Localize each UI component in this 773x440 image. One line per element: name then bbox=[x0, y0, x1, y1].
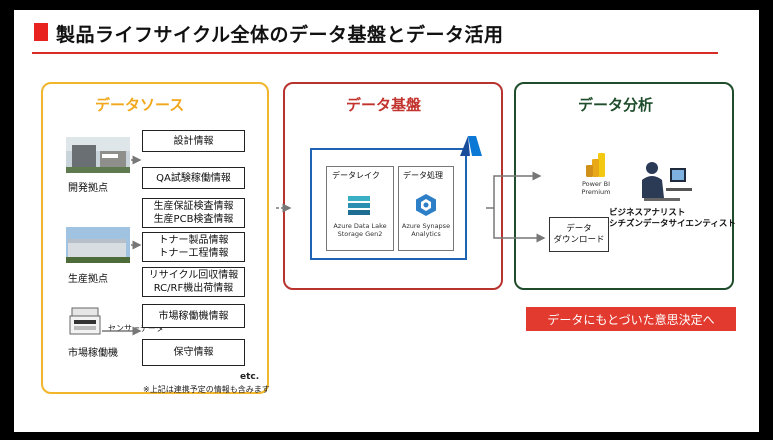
azure-platform-frame bbox=[310, 148, 467, 260]
synapse-analytics-icon bbox=[416, 194, 436, 216]
development-site-photo bbox=[66, 137, 130, 173]
source-box: 生産保証検査情報生産PCB検査情報 bbox=[142, 198, 245, 228]
power-bi-icon bbox=[586, 153, 605, 177]
analyst-user-icon bbox=[642, 162, 692, 201]
site-label-development: 開発拠点 bbox=[68, 183, 108, 194]
data-platform-heading: データ基盤 bbox=[346, 96, 422, 114]
source-footnote: ※上記は連携予定の情報も含みます bbox=[143, 385, 270, 394]
page-title: 製品ライフサイクル全体のデータ基盤とデータ活用 bbox=[56, 24, 504, 46]
data-source-heading: データソース bbox=[95, 96, 185, 114]
decision-banner: データにもとづいた意思決定へ bbox=[526, 307, 736, 331]
source-box: 市場稼働機情報 bbox=[142, 304, 245, 328]
data-platform-panel bbox=[283, 82, 503, 290]
etc-label: etc. bbox=[240, 372, 260, 382]
data-lake-box bbox=[326, 166, 394, 251]
production-site-photo bbox=[66, 227, 130, 263]
market-machine-photo bbox=[69, 307, 101, 335]
data-lake-storage-icon bbox=[348, 196, 370, 215]
site-label-production: 生産拠点 bbox=[68, 274, 108, 285]
title-divider bbox=[32, 52, 718, 54]
analyst-roles: ビジネスアナリストシチズンデータサイエンティスト bbox=[609, 208, 736, 229]
source-box: QA試験稼働情報 bbox=[142, 167, 245, 189]
site-label-market: 市場稼働機 bbox=[68, 348, 118, 359]
azure-logo-icon bbox=[460, 136, 482, 156]
source-box: 設計情報 bbox=[142, 130, 245, 152]
data-analysis-heading: データ分析 bbox=[578, 96, 654, 114]
data-source-panel bbox=[41, 82, 269, 394]
source-box: トナー製品情報トナー工程情報 bbox=[142, 232, 245, 262]
title-marker bbox=[34, 23, 48, 41]
data-processing-label: データ処理 bbox=[403, 171, 443, 180]
data-analysis-panel bbox=[514, 82, 734, 290]
data-lake-label: データレイク bbox=[332, 171, 380, 180]
data-download-box: データダウンロード bbox=[549, 217, 609, 252]
source-box: 保守情報 bbox=[142, 339, 245, 366]
